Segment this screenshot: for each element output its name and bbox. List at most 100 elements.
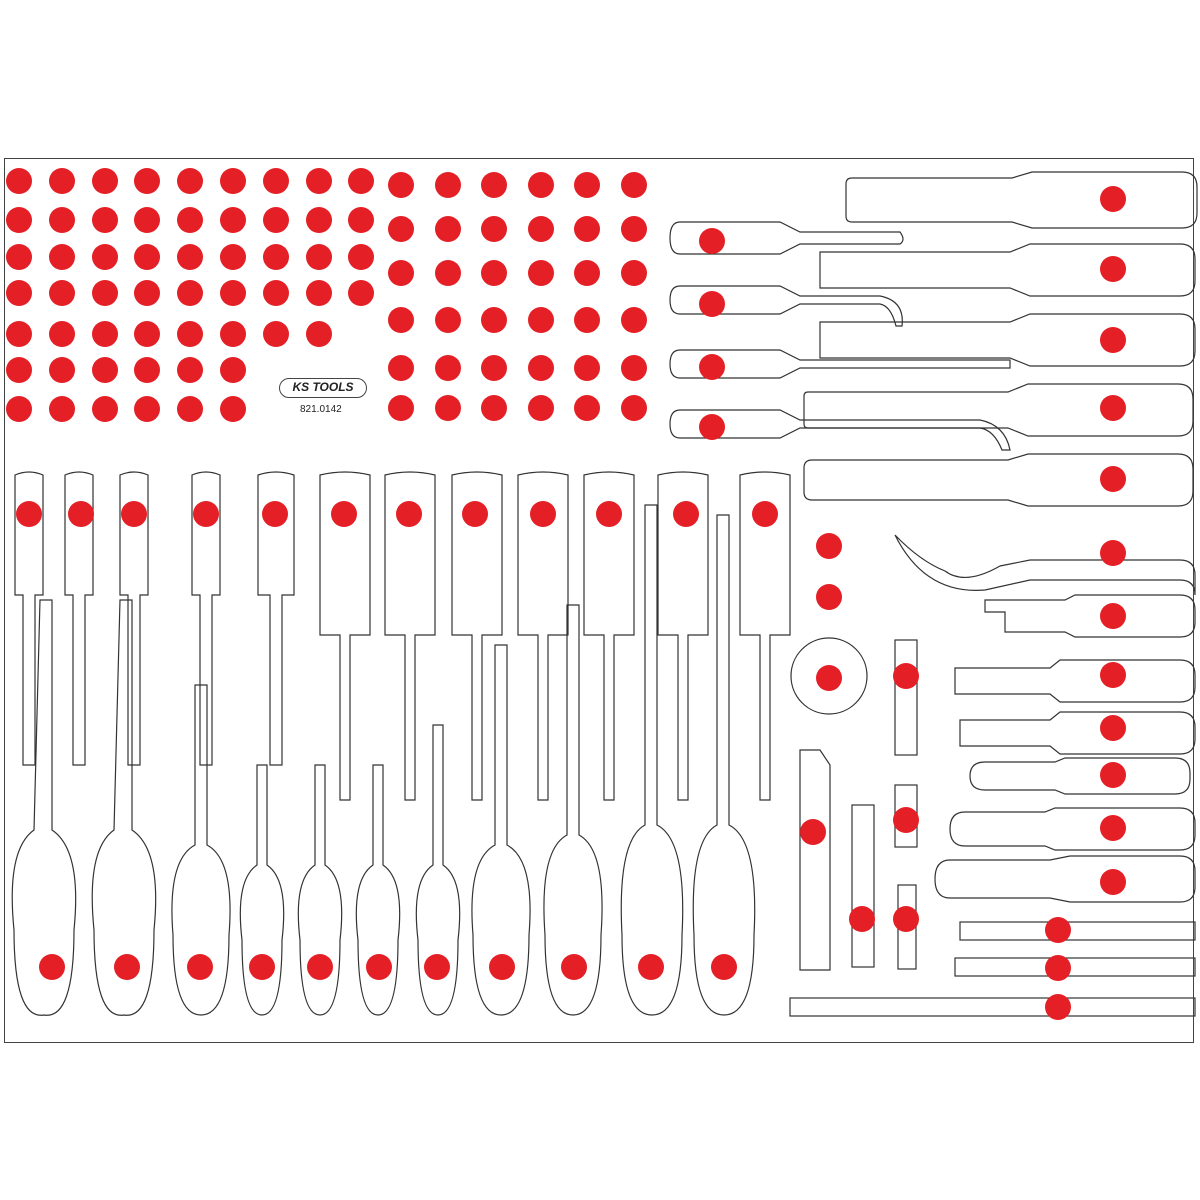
bit-marker-2 [48,168,75,194]
tool-marker-141 [699,354,725,380]
bit-marker-26 [305,244,332,270]
outline-117 [954,957,1196,977]
bit-marker-28 [6,280,32,306]
tool-marker-138 [1100,186,1126,212]
socket-marker-69 [388,260,414,286]
bit-marker-24 [220,244,246,270]
outline-133 [894,534,1196,596]
outline-123 [894,639,918,756]
bit-marker-20 [48,244,75,270]
torx-driver-marker-104 [752,501,778,527]
socket-marker-66 [527,216,554,242]
outline-130 [959,711,1196,755]
bit-marker-52 [48,396,75,422]
tool-marker-120 [849,906,875,932]
bit-marker-23 [177,244,204,270]
bit-marker-49 [177,357,204,383]
socket-marker-82 [434,355,461,381]
socket-marker-89 [481,395,507,421]
socket-marker-64 [434,216,461,242]
tool-marker-118 [1045,917,1071,943]
bottom-driver-marker-110 [366,954,392,980]
socket-marker-70 [434,260,461,286]
bit-marker-15 [220,207,246,233]
socket-marker-74 [620,260,647,286]
socket-marker-59 [481,172,507,198]
socket-marker-79 [574,307,600,333]
bit-marker-35 [305,280,332,306]
torx-driver-marker-98 [331,501,357,527]
tool-marker-122 [893,807,919,833]
torx-driver-marker-102 [596,501,622,527]
bit-marker-50 [220,357,246,383]
tool-marker-130 [1100,715,1126,741]
tool-marker-119 [893,906,919,932]
tool-marker-137 [1100,256,1126,282]
tool-marker-132 [1100,603,1126,629]
outline-137 [819,243,1196,297]
tool-marker-116 [1045,994,1071,1020]
outline-118 [959,921,1196,941]
bit-marker-4 [134,168,161,194]
bit-marker-53 [91,396,118,422]
socket-marker-58 [434,172,461,198]
bit-marker-29 [48,280,75,306]
socket-marker-62 [620,172,647,198]
outline-121 [799,749,831,971]
outline-124 [790,637,868,715]
bit-marker-6 [220,168,246,194]
outline-128 [949,807,1196,851]
socket-marker-85 [574,355,600,381]
socket-marker-90 [527,395,554,421]
torx-driver-marker-103 [673,501,699,527]
tool-marker-129 [1100,762,1126,788]
torx-driver-outlines [14,471,791,801]
bit-marker-38 [48,321,75,347]
socket-marker-65 [481,216,507,242]
tool-marker-126 [816,533,842,559]
outline-141 [669,349,1011,379]
socket-marker-63 [388,216,414,242]
bit-marker-36 [348,280,375,306]
outline-139 [669,221,904,255]
tool-marker-121 [800,819,826,845]
outline-138 [845,171,1198,229]
bit-marker-47 [91,357,118,383]
bottom-driver-marker-113 [561,954,587,980]
socket-marker-92 [620,395,647,421]
socket-marker-67 [574,216,600,242]
outline-132 [984,594,1196,638]
socket-marker-77 [481,307,507,333]
bit-marker-37 [6,321,32,347]
torx-driver-marker-95 [121,501,147,527]
tool-marker-140 [699,291,725,317]
socket-marker-75 [388,307,414,333]
socket-marker-88 [434,395,461,421]
bit-marker-46 [48,357,75,383]
torx-driver-marker-94 [68,501,94,527]
bottom-driver-marker-115 [711,954,737,980]
bit-marker-31 [134,280,161,306]
torx-driver-marker-96 [193,501,219,527]
outline-140 [669,285,903,327]
bit-marker-44 [305,321,332,347]
bit-marker-17 [305,207,332,233]
tool-marker-142 [699,414,725,440]
bottom-driver-marker-107 [187,954,213,980]
tool-marker-125 [816,584,842,610]
bottom-driver-marker-114 [638,954,664,980]
bit-marker-45 [6,357,32,383]
bit-marker-30 [91,280,118,306]
socket-marker-87 [388,395,414,421]
torx-driver-marker-97 [262,501,288,527]
bottom-driver-marker-106 [114,954,140,980]
torx-driver-marker-93 [16,501,42,527]
socket-marker-61 [574,172,600,198]
bit-marker-33 [220,280,246,306]
tool-marker-135 [1100,395,1126,421]
bit-marker-1 [6,168,32,194]
bit-marker-22 [134,244,161,270]
bottom-driver-outlines [11,504,756,1016]
outline-127 [934,855,1196,903]
bit-marker-42 [220,321,246,347]
